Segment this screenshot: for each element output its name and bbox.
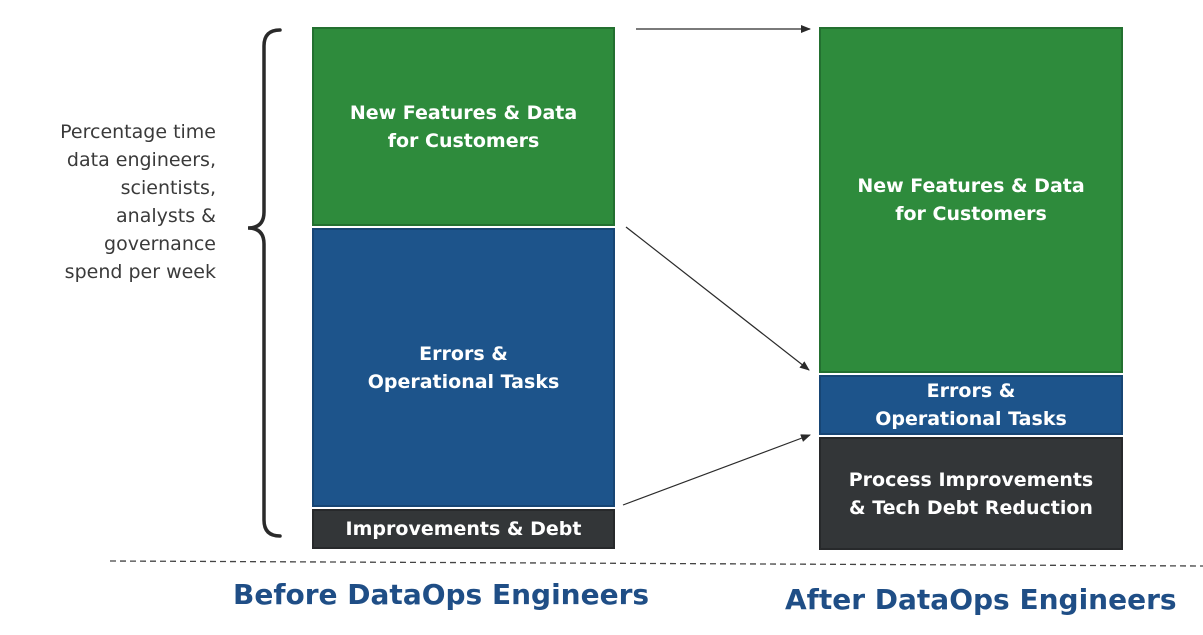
label-line: Process Improvements xyxy=(848,468,1094,491)
label-line: Improvements & Debt xyxy=(345,518,582,540)
arrow-errors xyxy=(625,226,810,371)
after-caption: After DataOps Engineers xyxy=(785,583,1177,616)
after-new-features-block: New Features & Data for Customers xyxy=(819,27,1123,373)
before-new-features-label: New Features & Data for Customers xyxy=(350,99,577,155)
label-line: Errors & xyxy=(419,342,508,365)
after-errors-label: Errors & Operational Tasks xyxy=(875,377,1067,433)
after-improvements-label: Process Improvements & Tech Debt Reducti… xyxy=(849,466,1094,522)
before-improvements-label: Improvements & Debt xyxy=(346,515,582,543)
label-line: Errors & xyxy=(926,380,1016,402)
label-line: Operational Tasks xyxy=(367,370,560,393)
curly-brace-icon xyxy=(247,28,282,538)
time-spent-label-line: spend per week xyxy=(64,261,216,283)
after-new-features-label: New Features & Data for Customers xyxy=(857,172,1084,228)
label-line: for Customers xyxy=(895,203,1047,225)
before-new-features-block: New Features & Data for Customers xyxy=(312,27,615,226)
before-errors-label: Errors & Operational Tasks xyxy=(368,340,560,396)
time-spent-label-line: analysts & xyxy=(116,205,216,227)
time-spent-label-line: scientists, xyxy=(120,177,216,199)
time-spent-label-line: data engineers, xyxy=(66,149,216,171)
time-spent-label: Percentage time data engineers, scientis… xyxy=(20,118,216,286)
label-line: Operational Tasks xyxy=(875,408,1067,430)
label-line: New Features & Data xyxy=(857,175,1085,197)
time-spent-label-line: Percentage time xyxy=(60,121,216,143)
label-line: & Tech Debt Reduction xyxy=(849,496,1093,519)
label-line: New Features & Data xyxy=(349,101,578,124)
after-improvements-block: Process Improvements & Tech Debt Reducti… xyxy=(819,437,1123,550)
after-errors-block: Errors & Operational Tasks xyxy=(819,375,1123,435)
label-line: for Customers xyxy=(387,129,540,152)
before-improvements-block: Improvements & Debt xyxy=(312,509,615,549)
divider-line xyxy=(109,560,1203,567)
arrow-improvements xyxy=(622,434,811,506)
time-spent-label-line: governance xyxy=(104,233,216,255)
before-caption: Before DataOps Engineers xyxy=(233,578,650,611)
before-errors-block: Errors & Operational Tasks xyxy=(312,228,615,507)
